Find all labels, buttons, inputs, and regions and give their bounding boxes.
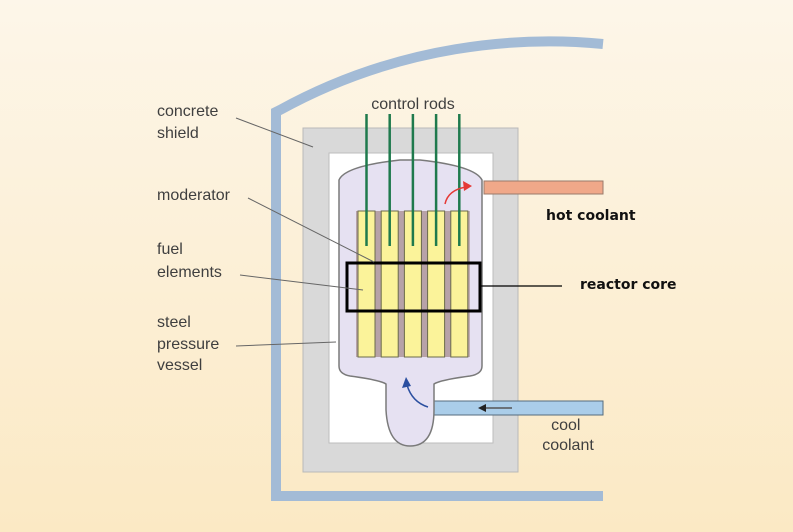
moderator-leader [247,197,375,263]
control-rods-label: control rods [371,96,455,113]
inflow-arrow-head [478,404,486,412]
cool-coolant-label: cool coolant [542,417,594,454]
fuel-elements-label: fuel elements [157,241,222,281]
containment-building [271,36,604,501]
cool-coolant-flow-arrow [406,384,429,408]
steel-pressure-vessel-label: steel pressure vessel [157,314,224,374]
reactor-core-label: reactor core [580,277,677,293]
hot-coolant-label: hot coolant [546,208,636,224]
moderator-label: moderator [157,187,231,204]
pressure-vessel-leader [235,341,337,347]
fuel-elements-leader [239,274,364,291]
cool-coolant-pipe [431,400,604,416]
concrete-shield-leader [235,117,314,148]
control-rods [365,114,461,246]
cool-arrow-head [402,377,411,388]
hot-coolant-flow-arrow [444,186,467,205]
reactor-core-box [345,261,482,313]
hot-arrow-head [463,181,472,191]
concrete-shield-label: concrete shield [157,103,223,142]
hot-coolant-pipe [483,180,604,195]
